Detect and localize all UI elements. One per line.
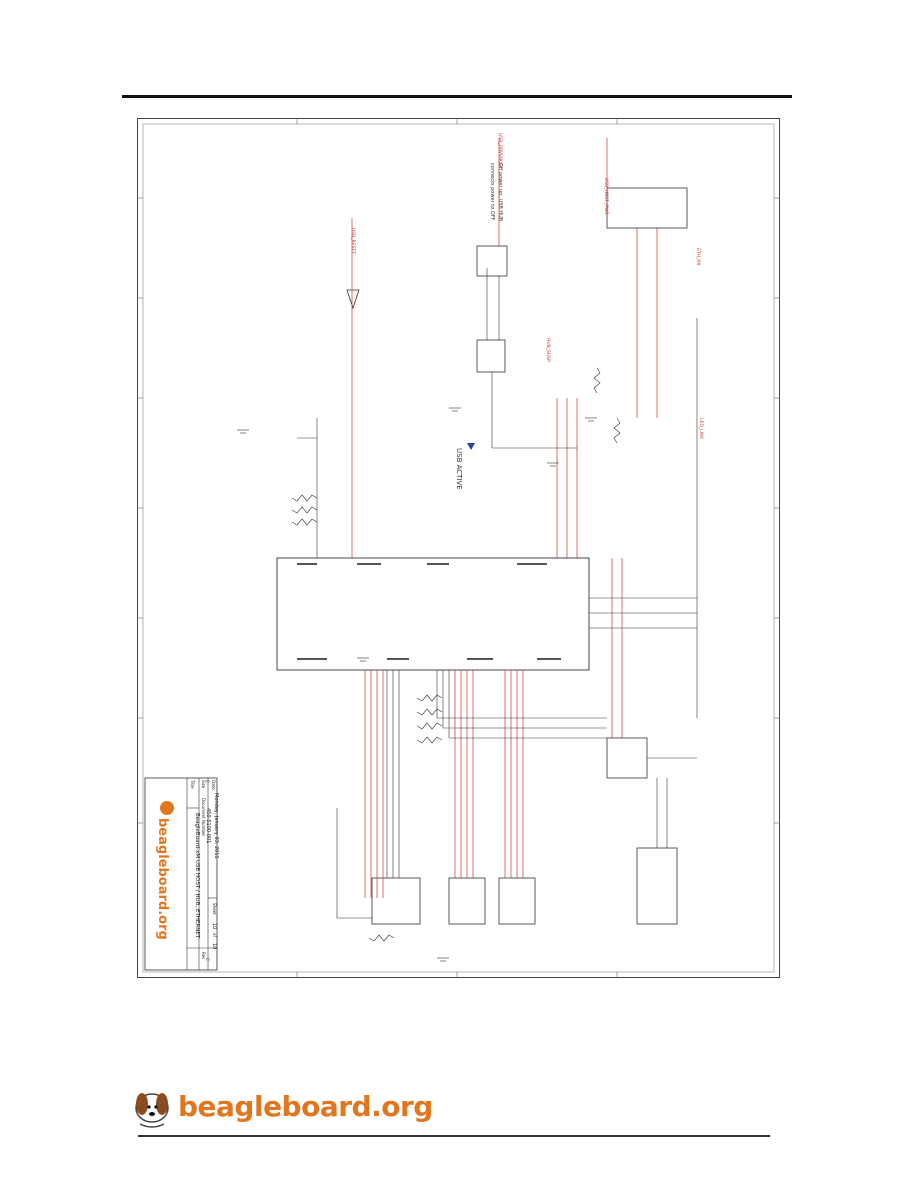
of-value: 10 — [211, 943, 217, 949]
red-wire-bus — [351, 138, 658, 898]
led-icon — [467, 443, 475, 450]
title-value: BeagleBoard-xM USB HOST / HUB, ETHERNET — [194, 813, 200, 939]
ic-regulator — [476, 339, 506, 373]
footer-rule — [138, 1135, 770, 1137]
beagle-dog-icon — [135, 1093, 169, 1128]
sheet-label: Sheet — [212, 903, 217, 915]
sheet-border — [137, 118, 780, 978]
ground-symbols — [237, 407, 597, 962]
docnum-value: 450-5100-001 — [205, 808, 211, 843]
svg-text:USB_HOST_PWR: USB_HOST_PWR — [603, 178, 609, 215]
sheet-value: 10 — [211, 923, 217, 929]
title-block-logo-text: beagleboard.org — [155, 818, 170, 940]
ic-rj45 — [636, 847, 678, 925]
zone-ticks — [137, 118, 780, 978]
ic-usb-connector-b — [448, 877, 486, 925]
footer-brand-text: beagleboard.org — [178, 1090, 433, 1123]
svg-text:USB_DRVVBUS: USB_DRVVBUS — [497, 133, 503, 166]
note-power-2: connects power to OFF — [489, 163, 495, 221]
red-net-labels: USB_HOST_PWR USB_DRVVBUS USB_RESET ETH_R… — [350, 133, 704, 440]
date-label: Date: — [211, 780, 216, 791]
dark-wire-bus — [297, 268, 698, 919]
ic-usb-connector-c — [498, 877, 536, 925]
ic-magnetics — [606, 737, 648, 779]
main-ic-pin-stubs — [297, 563, 561, 660]
size-label: Size — [201, 780, 206, 789]
title-label: Title — [190, 779, 195, 789]
ic-usb-power-switch — [476, 245, 508, 277]
size-value: C — [205, 780, 210, 783]
svg-text:USB_RESET: USB_RESET — [350, 228, 356, 254]
sheet-inner-border — [142, 123, 775, 973]
resistor-array — [291, 367, 621, 942]
svg-text:ETH_RX: ETH_RX — [695, 248, 701, 265]
ic-upper-right — [606, 187, 688, 229]
note-power: Off power up, USB HUB — [497, 163, 503, 222]
svg-text:LED_LINK: LED_LINK — [698, 418, 704, 440]
buffer-symbol — [346, 289, 360, 310]
rev-label: Rev — [201, 952, 206, 960]
docnum-label: Document Number — [201, 798, 206, 836]
footer-logo — [130, 1080, 430, 1130]
date-value: Monday, January 03, 2011 — [213, 793, 219, 859]
main-ic-outline — [276, 557, 590, 671]
schematic-drawing: USB_HOST_PWR USB_DRVVBUS USB_RESET ETH_R… — [137, 118, 780, 978]
schematic-sheet: USB_HOST_PWR USB_DRVVBUS USB_RESET ETH_R… — [137, 118, 780, 978]
usb-active-label: USB ACTIVE — [455, 448, 463, 490]
title-block: beagleboard.org Title BeagleBoard-xM USB… — [144, 777, 219, 971]
rev-value: C — [205, 958, 210, 961]
header-rule — [122, 95, 792, 98]
of-label: of — [212, 933, 217, 937]
title-block-logo-icon — [160, 801, 174, 815]
svg-text:HUB_SUSP: HUB_SUSP — [545, 338, 551, 362]
ic-usb-connector-a — [371, 877, 421, 925]
